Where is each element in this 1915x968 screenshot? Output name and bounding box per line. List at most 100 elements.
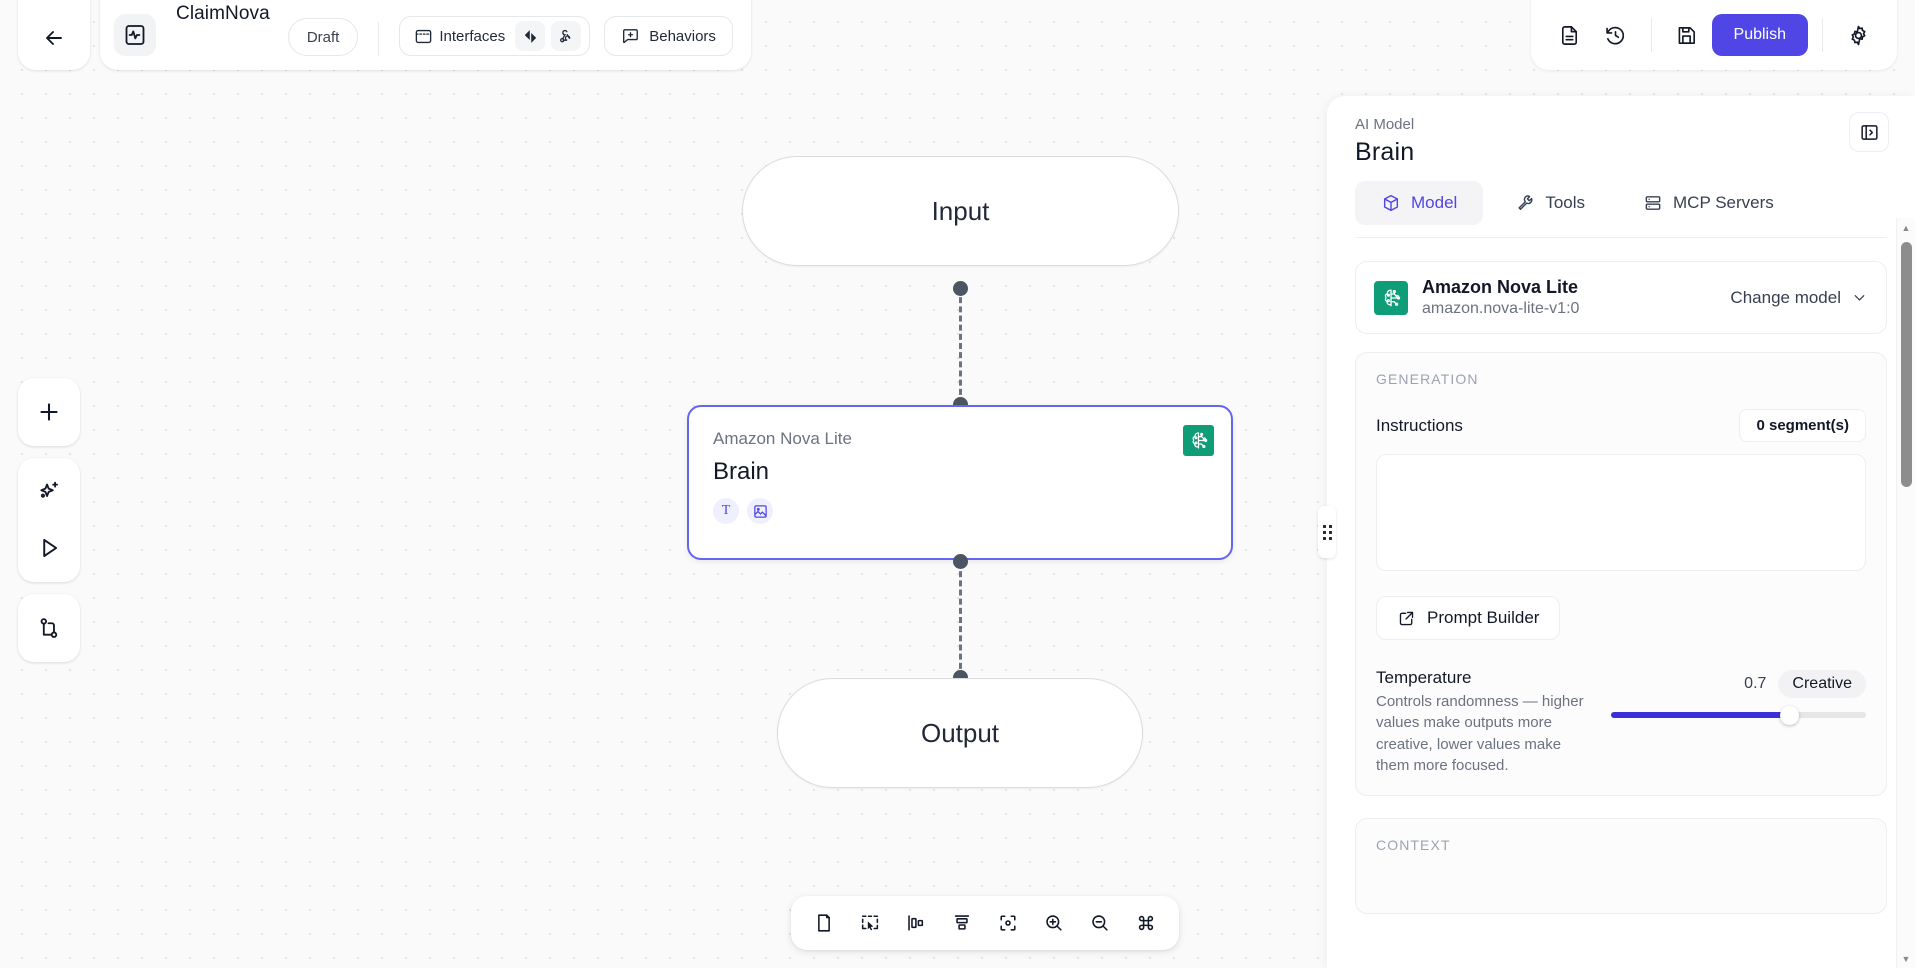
scroll-down-arrow[interactable]: ▼: [1901, 953, 1911, 964]
message-plus-icon: [621, 27, 640, 46]
divider: [1650, 18, 1652, 52]
edge-brain-to-output: [959, 562, 962, 678]
tab-mcp-servers-label: MCP Servers: [1673, 193, 1774, 212]
context-section: CONTEXT: [1355, 817, 1887, 914]
chevron-down-icon: [1851, 289, 1868, 306]
instructions-label: Instructions: [1376, 415, 1463, 435]
zoom-in-icon[interactable]: [1035, 904, 1073, 942]
temperature-description: Controls randomness — higher values make…: [1376, 693, 1584, 775]
select-area-icon[interactable]: [851, 904, 889, 942]
prompt-builder-button[interactable]: Prompt Builder: [1376, 596, 1561, 640]
panel-collapse-icon[interactable]: [1849, 112, 1889, 152]
tab-tools[interactable]: Tools: [1489, 181, 1611, 225]
document-icon[interactable]: [1549, 14, 1591, 56]
edge-input-to-brain: [959, 288, 962, 404]
versions-button[interactable]: [24, 600, 74, 656]
actions-toolbar: Publish: [1530, 0, 1897, 70]
slider-knob[interactable]: [1780, 705, 1799, 725]
instructions-input[interactable]: [1376, 454, 1866, 571]
tab-model-label: Model: [1411, 193, 1458, 212]
code-diamond-icon[interactable]: [515, 21, 546, 51]
save-icon[interactable]: [1666, 14, 1708, 56]
behaviors-label: Behaviors: [649, 27, 716, 45]
model-card[interactable]: Amazon Nova Lite amazon.nova-lite-v1:0 C…: [1355, 261, 1887, 334]
slider-fill: [1611, 712, 1790, 718]
external-link-icon: [1397, 609, 1416, 628]
divider: [1822, 18, 1823, 52]
node-input[interactable]: Input: [742, 156, 1179, 266]
prompt-builder-label: Prompt Builder: [1427, 608, 1540, 627]
status-badge[interactable]: Draft: [287, 18, 359, 56]
temperature-info: Temperature Controls randomness — higher…: [1376, 668, 1591, 777]
tool-rail: [18, 378, 80, 662]
zoom-out-icon[interactable]: [1081, 904, 1119, 942]
webhook-icon[interactable]: [551, 21, 582, 51]
image-capability-icon: [747, 498, 773, 524]
tab-tools-label: Tools: [1545, 193, 1585, 212]
publish-button[interactable]: Publish: [1711, 14, 1808, 56]
divider: [378, 22, 380, 56]
wrench-icon: [1515, 193, 1535, 213]
node-brain-subtitle: Amazon Nova Lite: [713, 429, 852, 448]
app-logo[interactable]: [114, 14, 156, 56]
gear-icon[interactable]: [1837, 14, 1879, 56]
node-brain-capabilities: T: [713, 498, 1207, 524]
command-key-icon[interactable]: [1127, 904, 1165, 942]
history-icon[interactable]: [1595, 14, 1637, 56]
generation-section-title: GENERATION: [1376, 371, 1479, 387]
divider: [1355, 237, 1887, 238]
scrollbar-thumb[interactable]: [1901, 242, 1912, 487]
scroll-up-arrow[interactable]: ▲: [1901, 222, 1911, 233]
temperature-slider-wrap: 0.7 Creative: [1611, 668, 1866, 725]
window-icon: [414, 27, 433, 46]
node-brain-title: Brain: [713, 458, 770, 485]
panel-header: AI Model Brain Model: [1327, 96, 1915, 238]
panel-eyebrow: AI Model: [1355, 116, 1415, 133]
add-node-button[interactable]: [24, 384, 74, 440]
nova-brain-circuit-icon: [1183, 425, 1214, 456]
tab-mcp-servers[interactable]: MCP Servers: [1617, 181, 1800, 225]
grip-dots-icon: [1322, 524, 1332, 540]
nova-brain-circuit-icon: [1374, 280, 1408, 315]
temperature-value: 0.7: [1744, 675, 1767, 692]
rail-group-actions: [18, 458, 80, 582]
temperature-tag: Creative: [1778, 670, 1866, 698]
new-page-icon[interactable]: [805, 904, 843, 942]
cube-icon: [1381, 193, 1401, 213]
app-toolbar: ClaimNova Draft Interfaces: [100, 0, 751, 70]
segments-badge[interactable]: 0 segment(s): [1739, 409, 1866, 442]
page-title: ClaimNova: [176, 3, 270, 24]
node-output[interactable]: Output: [777, 678, 1143, 788]
model-name: Amazon Nova Lite: [1422, 277, 1579, 297]
node-brain[interactable]: Amazon Nova Lite Brain T: [687, 405, 1233, 560]
run-button[interactable]: [24, 520, 74, 576]
model-info: Amazon Nova Lite amazon.nova-lite-v1:0: [1422, 277, 1579, 318]
text-capability-icon: T: [713, 498, 739, 524]
panel-scrollbar[interactable]: ▲ ▼: [1896, 218, 1915, 968]
temperature-readout: 0.7 Creative: [1611, 670, 1866, 698]
interfaces-group: Interfaces: [399, 16, 591, 56]
canvas-toolbar: [791, 896, 1179, 950]
align-vertical-icon[interactable]: [943, 904, 981, 942]
panel-resize-handle[interactable]: [1318, 506, 1336, 558]
align-horizontal-icon[interactable]: [897, 904, 935, 942]
instructions-row: Instructions 0 segment(s): [1376, 409, 1866, 442]
server-icon: [1643, 193, 1663, 213]
panel-body: Amazon Nova Lite amazon.nova-lite-v1:0 C…: [1327, 243, 1915, 968]
inspector-panel: AI Model Brain Model: [1318, 96, 1915, 968]
back-button[interactable]: [18, 0, 90, 70]
node-input-label: Input: [931, 195, 990, 226]
interfaces-label: Interfaces: [439, 27, 506, 45]
node-brain-output-handle[interactable]: [953, 554, 968, 569]
node-input-output-handle[interactable]: [953, 281, 968, 296]
tab-model[interactable]: Model: [1355, 181, 1484, 225]
temperature-control: Temperature Controls randomness — higher…: [1376, 668, 1866, 777]
generation-section: GENERATION Instructions 0 segment(s) Pro…: [1355, 352, 1887, 796]
temperature-slider[interactable]: [1611, 705, 1866, 725]
node-output-label: Output: [920, 717, 1000, 748]
behaviors-button[interactable]: Behaviors: [604, 16, 733, 56]
ai-generate-button[interactable]: [24, 464, 74, 520]
fit-to-view-icon[interactable]: [989, 904, 1027, 942]
change-model-button[interactable]: Change model: [1730, 288, 1868, 308]
